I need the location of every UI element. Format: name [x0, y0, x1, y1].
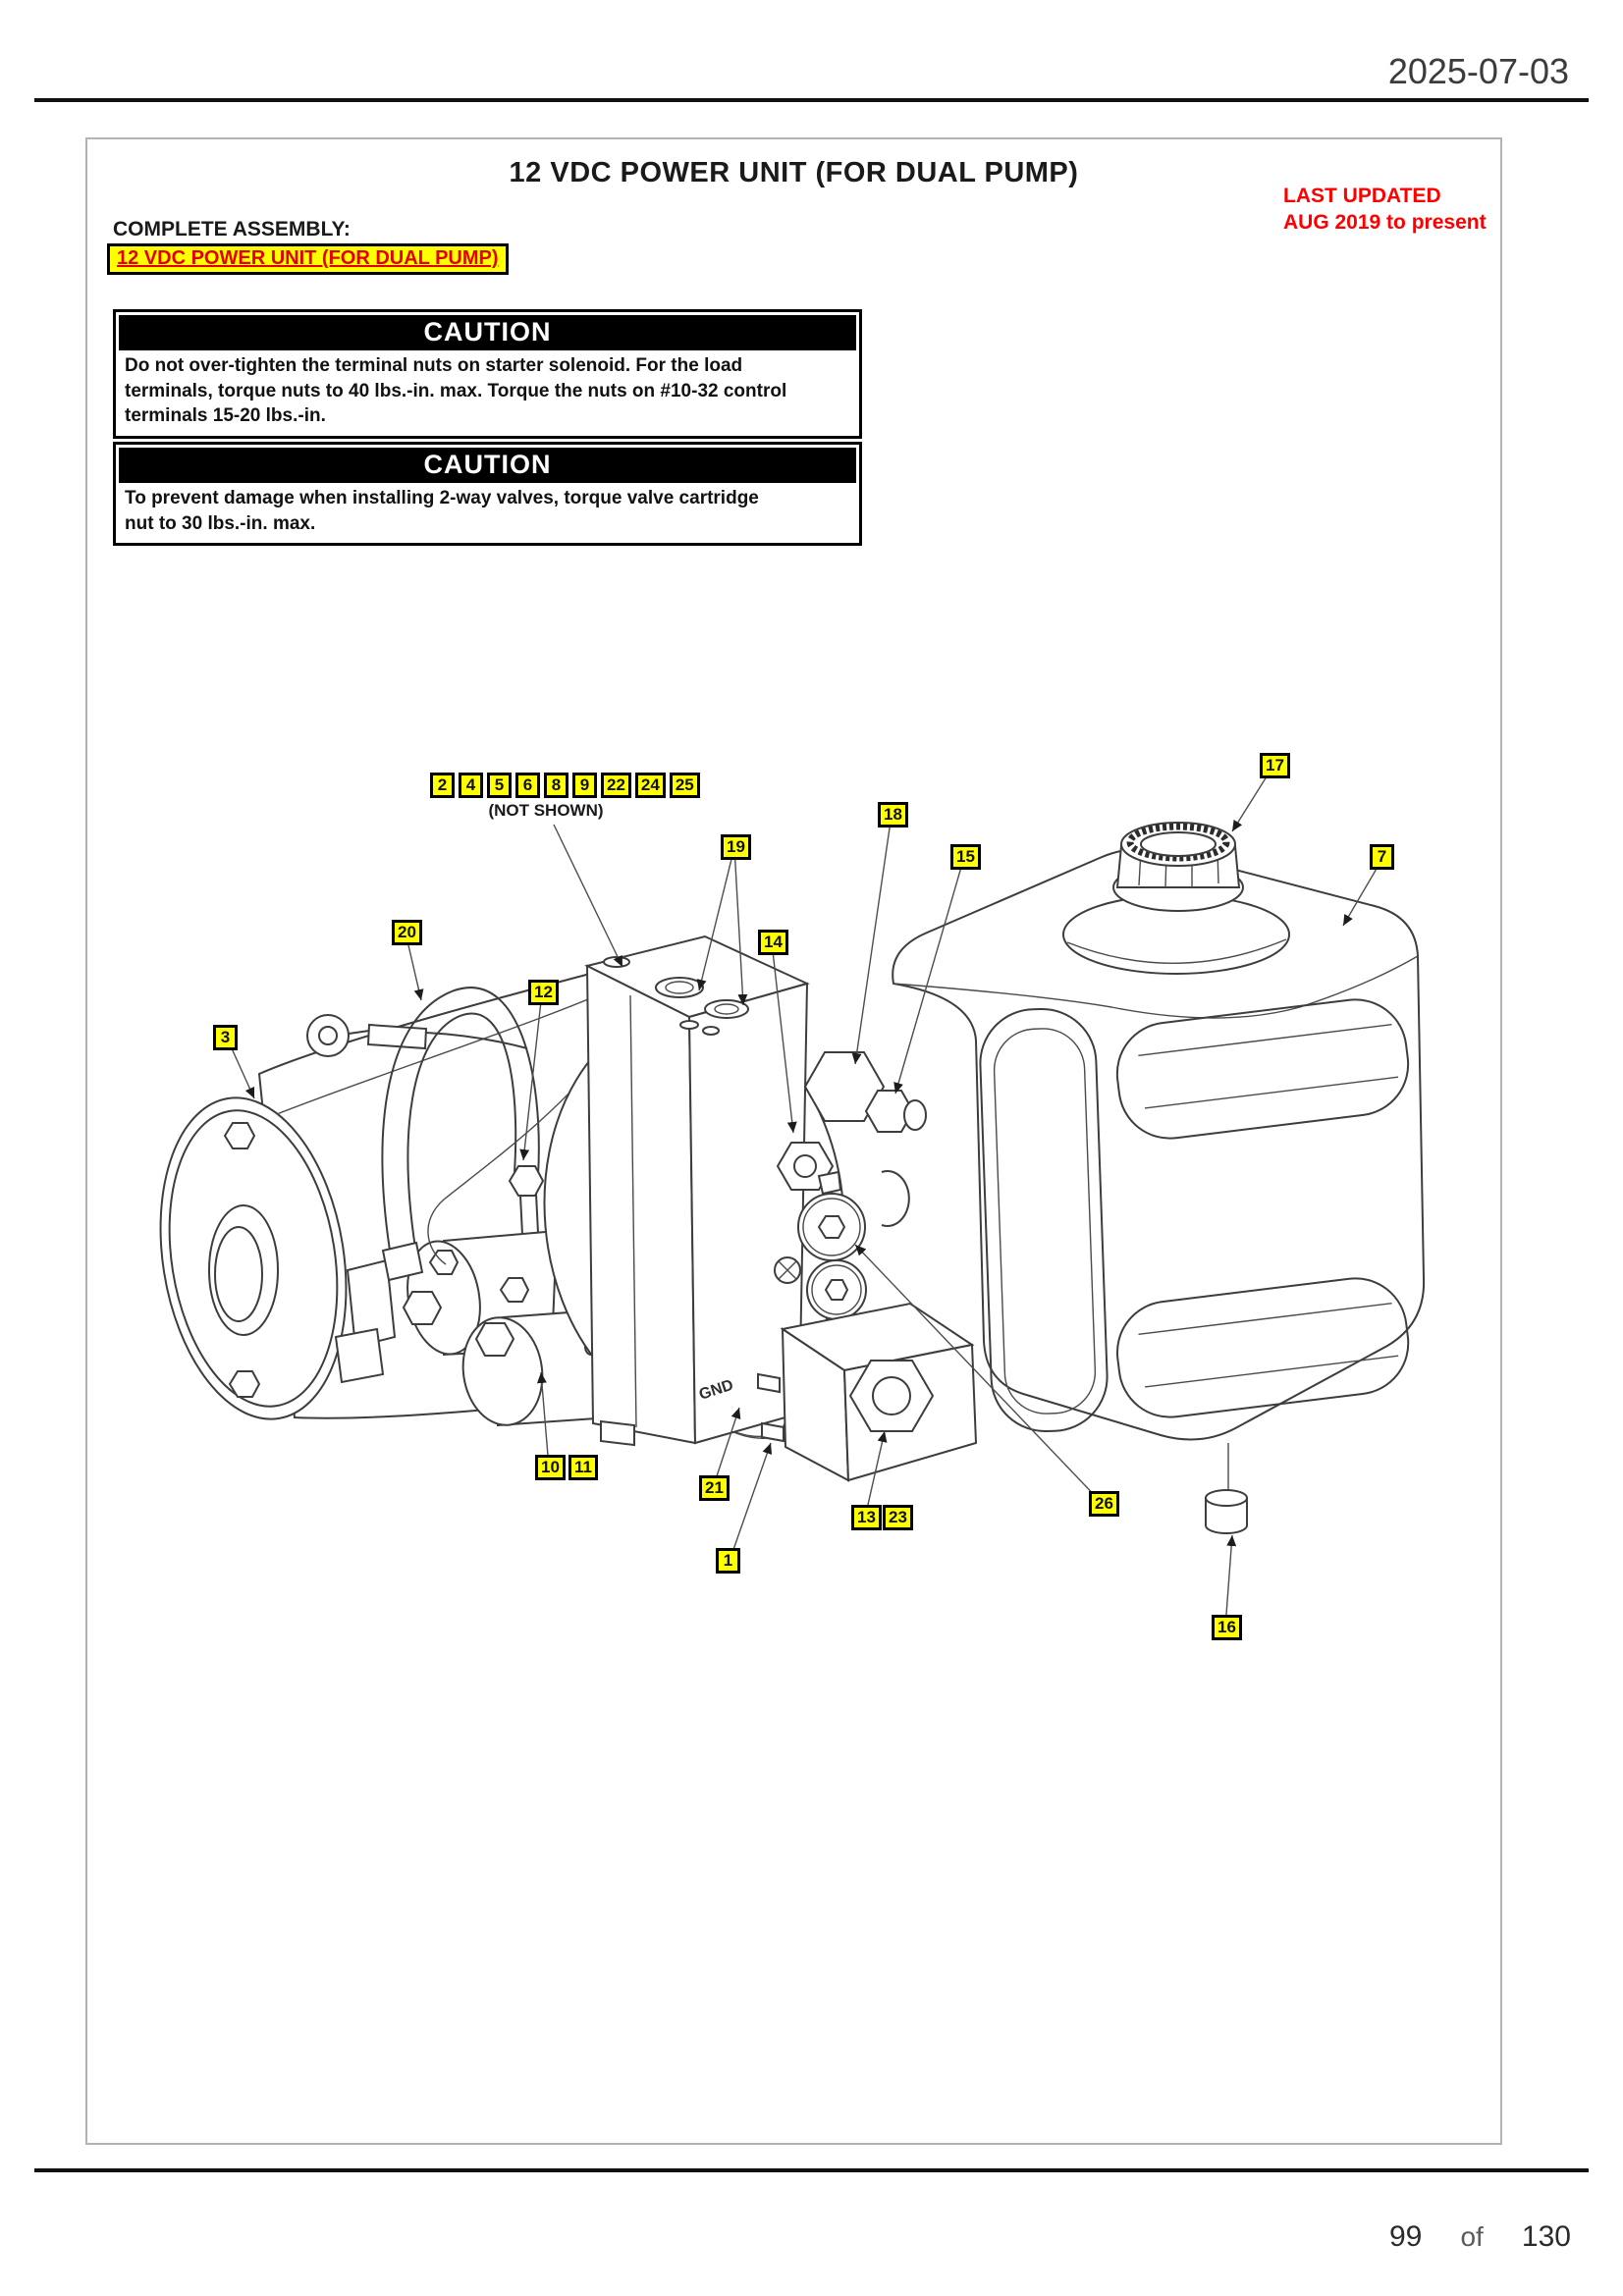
page-title: 12 VDC POWER UNIT (FOR DUAL PUMP) — [509, 157, 1079, 188]
complete-assembly-label: COMPLETE ASSEMBLY: — [113, 218, 351, 240]
page-of-label: of — [1460, 2221, 1484, 2252]
caution-text: Do not over-tighten the terminal nuts on… — [125, 355, 787, 427]
last-updated-note: LAST UPDATED AUG 2019 to present — [1283, 183, 1487, 237]
caution-box-2: CAUTION To prevent damage when installin… — [113, 442, 862, 547]
exploded-view-diagram: GND — [159, 765, 1426, 1629]
valve-block-drawing — [757, 1302, 978, 1482]
callout-22: 22 — [601, 773, 631, 798]
page-date: 2025-07-03 — [1387, 51, 1569, 91]
caution-box-1: CAUTION Do not over-tighten the terminal… — [113, 309, 862, 439]
callout-8: 8 — [544, 773, 568, 798]
caution-heading: CAUTION — [119, 315, 856, 350]
tank-drawing — [892, 822, 1426, 1441]
callout-6: 6 — [515, 773, 540, 798]
callout-24: 24 — [634, 773, 666, 798]
top-rule — [34, 98, 1589, 102]
callout-leader-lines — [226, 765, 1384, 1629]
pump-solenoid-drawing — [334, 1222, 700, 1427]
manifold-drawing — [584, 934, 927, 1447]
content-box: 12 VDC POWER UNIT (FOR DUAL PUMP) LAST U… — [85, 137, 1502, 2145]
bottom-rule — [34, 2168, 1589, 2172]
caution-heading: CAUTION — [119, 448, 856, 483]
callout-25: 25 — [669, 773, 700, 798]
caution-text: To prevent damage when installing 2-way … — [125, 488, 759, 534]
last-updated-line2: AUG 2019 to present — [1283, 211, 1487, 235]
breather-cap-drawing — [1205, 1443, 1248, 1534]
last-updated-line1: LAST UPDATED — [1283, 185, 1441, 207]
page-footer: 99 of 130 — [1389, 2220, 1571, 2254]
page-total: 130 — [1521, 2220, 1571, 2253]
assembly-link[interactable]: 12 VDC POWER UNIT (FOR DUAL PUMP) — [107, 243, 509, 275]
callout-2: 2 — [430, 773, 455, 798]
cable-loop-drawing — [381, 987, 545, 1282]
callout-4: 4 — [459, 773, 483, 798]
not-shown-label: (NOT SHOWN) — [488, 801, 604, 820]
callout-5: 5 — [487, 773, 512, 798]
callout-9: 9 — [572, 773, 597, 798]
page-number: 99 — [1389, 2220, 1423, 2253]
